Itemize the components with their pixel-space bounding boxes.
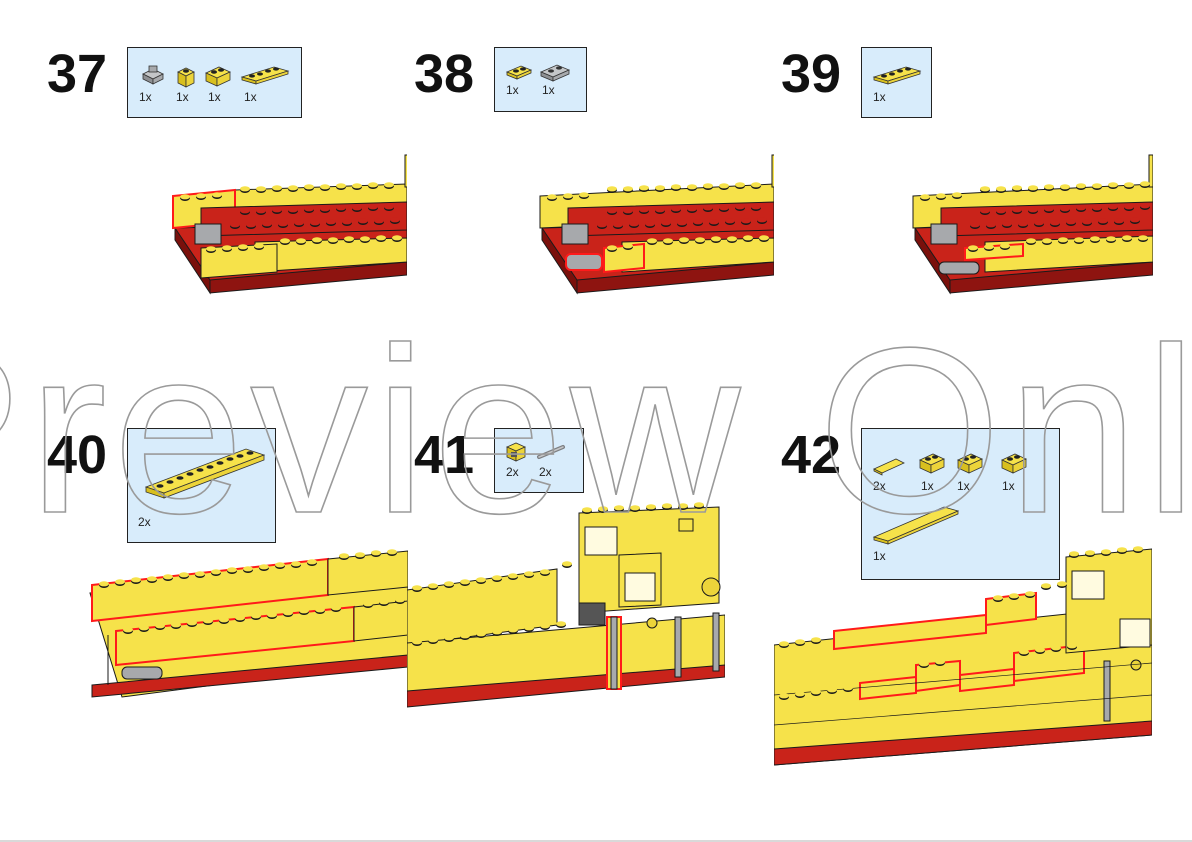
step-number: 38 [414,44,475,104]
part-qty: 2x [873,479,886,493]
part-qty: 1x [873,549,886,563]
gray-clip-plate-icon [142,65,164,85]
yellow-brick-icon [177,67,195,88]
step-number: 42 [781,425,842,485]
step-number: 40 [47,425,108,485]
parts-list: 2x [127,428,276,543]
step-39-model-illustration [912,154,1153,295]
part-qty: 1x [542,83,555,97]
parts-list: 2x 2x [494,428,584,493]
yellow-clip-brick-icon [506,442,526,462]
part-qty: 1x [176,90,189,104]
parts-list: 1x [861,47,932,118]
part-qty: 1x [208,90,221,104]
part-qty: 1x [506,83,519,97]
step-37-model-illustration [172,154,407,295]
step-number: 39 [781,44,842,104]
step-41-model-illustration [407,502,725,708]
page-bottom-divider [0,840,1192,842]
yellow-brick-icon [919,453,945,474]
yellow-long-plate-icon [144,448,266,499]
part-qty: 1x [873,90,886,104]
yellow-tile-icon [873,458,905,476]
part-qty: 1x [244,90,257,104]
parts-list: 1x 1x [494,47,587,112]
step-40-model-illustration [89,549,408,698]
yellow-brick-icon [205,66,231,87]
gray-clip-plate-icon [539,64,571,82]
step-42-model-illustration [774,546,1152,766]
parts-list: 1x 1x 1x 1x [127,47,302,118]
part-qty: 1x [957,479,970,493]
yellow-plate-icon [240,66,290,85]
step-38-model-illustration [539,154,774,295]
yellow-brick-icon [957,453,983,474]
step-number: 41 [414,425,475,485]
part-qty: 1x [1002,479,1015,493]
yellow-plate-icon [505,65,533,80]
gray-bar-icon [537,445,565,459]
part-qty: 2x [138,515,151,529]
parts-list: 2x 1x 1x 1x 1x [861,428,1060,580]
yellow-long-tile-icon [872,506,960,545]
part-qty: 2x [539,465,552,479]
part-qty: 2x [506,465,519,479]
part-qty: 1x [139,90,152,104]
yellow-brick-icon [1001,453,1027,474]
part-qty: 1x [921,479,934,493]
step-number: 37 [47,44,108,104]
yellow-plate-icon [872,66,922,85]
